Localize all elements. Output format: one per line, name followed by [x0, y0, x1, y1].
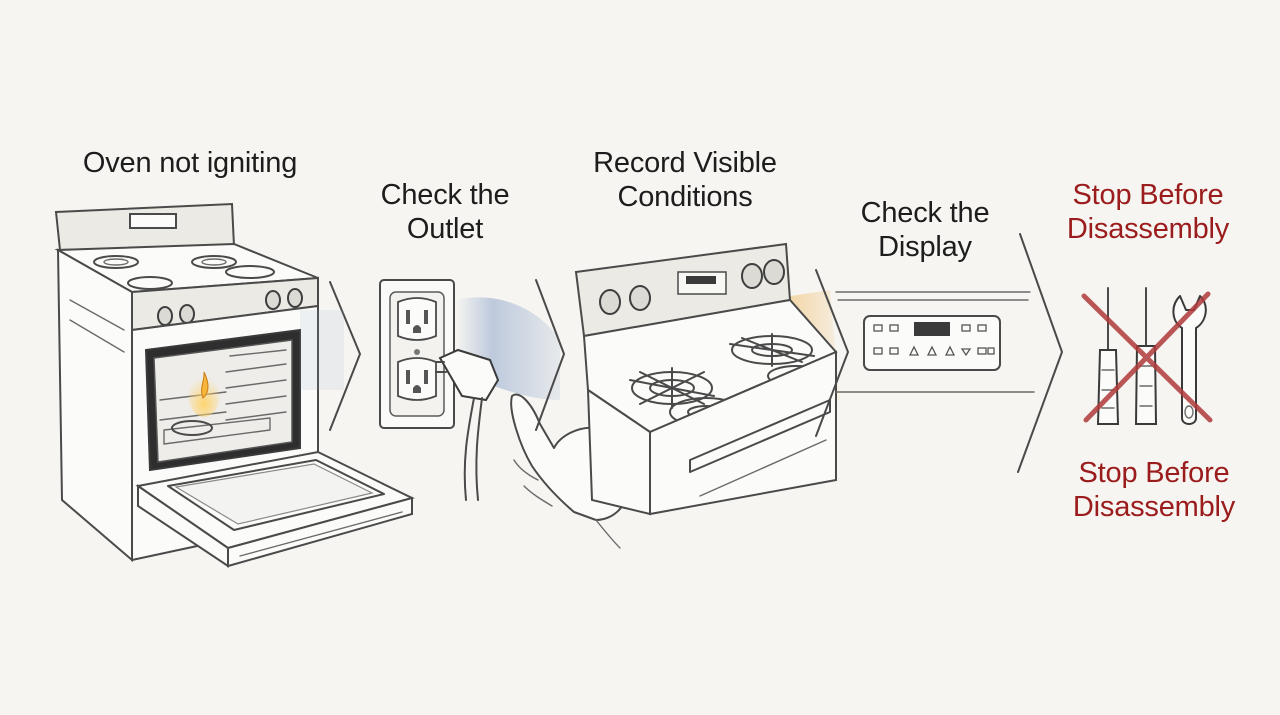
- step-3-title-line-2: Conditions: [617, 181, 753, 213]
- footer-warning-line-2: Disassembly: [1072, 491, 1236, 523]
- footer-warning-line-1: Stop Before: [1078, 457, 1230, 489]
- chevron-arrow-icon: [329, 281, 361, 431]
- step-3-title: Record Visible Conditions: [560, 146, 810, 214]
- chevron-arrow-icon: [1017, 233, 1063, 473]
- display-panel-illustration: [835, 291, 1035, 393]
- step-5-title-line-2: Disassembly: [1066, 213, 1230, 245]
- step-4-title-line-2: Display: [878, 231, 972, 263]
- step-5-title-line-1: Stop Before: [1072, 179, 1224, 211]
- footer-warning: Stop Before Disassembly: [1056, 456, 1252, 524]
- step-2-title-line-1: Check the: [380, 179, 510, 211]
- stove-illustration: [574, 242, 840, 516]
- outlet-illustration: [379, 279, 560, 501]
- step-2-title: Check the Outlet: [350, 178, 540, 246]
- step-2-title-line-2: Outlet: [406, 213, 484, 245]
- oven-illustration: [54, 202, 415, 568]
- chevron-arrow-icon: [815, 269, 849, 437]
- step-1-title-line-1: Oven not igniting: [82, 147, 298, 179]
- step-1-title: Oven not igniting: [60, 146, 320, 180]
- step-3-title-line-1: Record Visible: [593, 147, 777, 179]
- chevron-arrow-icon: [535, 279, 565, 431]
- step-5-title: Stop Before Disassembly: [1050, 178, 1246, 246]
- tools-crossed-out-icon: [1081, 287, 1213, 425]
- step-4-title-line-1: Check the: [860, 197, 990, 229]
- step-4-title: Check the Display: [830, 196, 1020, 264]
